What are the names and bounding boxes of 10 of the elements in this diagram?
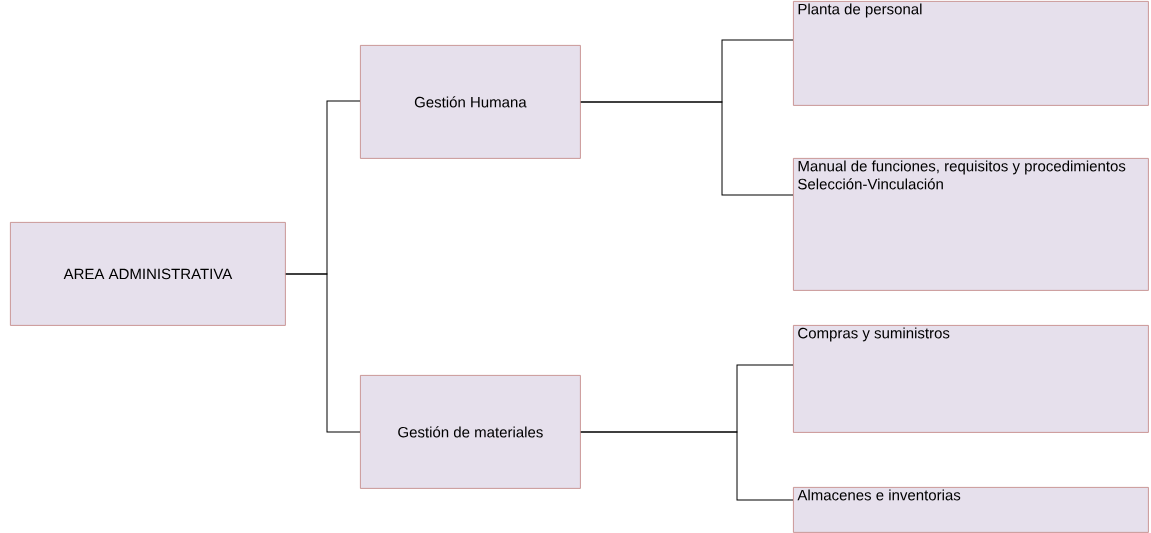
org-box: Compras y suministros xyxy=(793,325,1149,433)
org-box: Planta de personal xyxy=(793,1,1149,106)
org-box: AREA ADMINISTRATIVA xyxy=(10,222,286,326)
connector-line xyxy=(580,101,794,196)
org-box: Almacenes e inventorias xyxy=(793,487,1149,533)
connector-line xyxy=(580,431,794,501)
org-box: Gestión de materiales xyxy=(360,375,581,489)
org-box: Manual de funciones, requisitos y procedimientos Selección-Vinculación xyxy=(793,158,1149,291)
org-box: Gestión Humana xyxy=(360,45,581,159)
connector-line xyxy=(285,273,361,433)
